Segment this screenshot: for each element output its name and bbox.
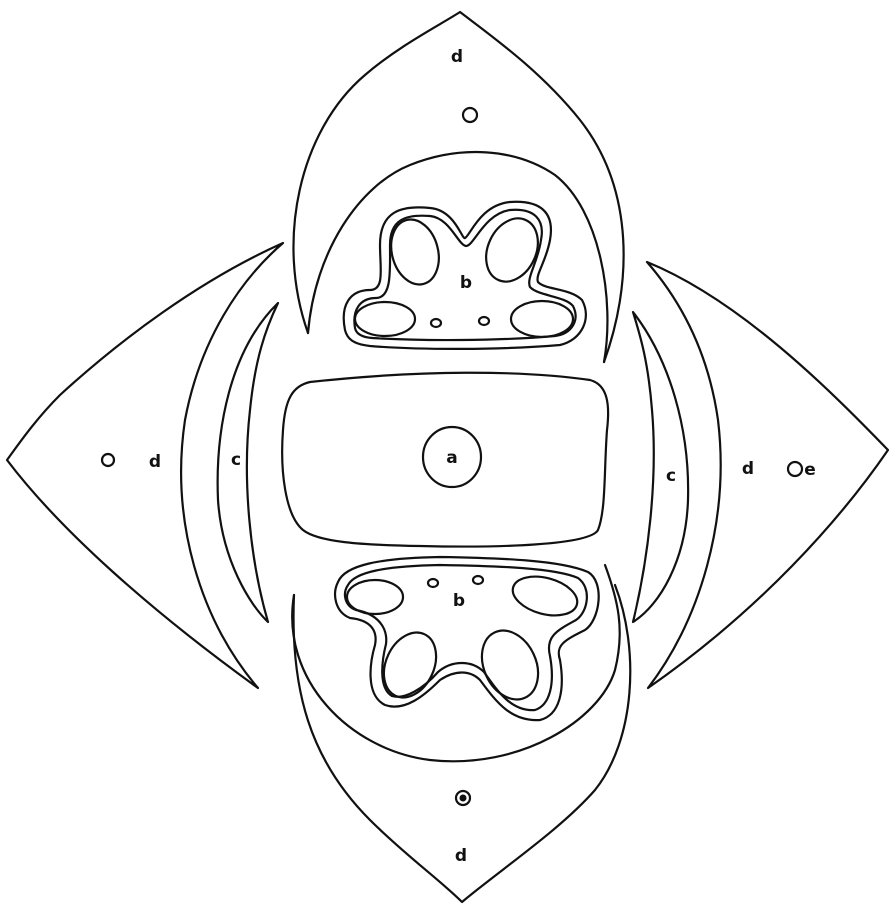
label-a: a — [446, 448, 457, 468]
top-b-lower-right-cell — [511, 301, 573, 337]
top-b-small-pore-right — [479, 317, 489, 325]
right-e-circle — [788, 462, 802, 476]
left-crescent — [218, 303, 278, 622]
bottom-b-upper-left-cell — [347, 580, 403, 614]
top-b-lower-left-cell — [355, 302, 415, 336]
label-b-top: b — [460, 273, 472, 293]
top-b-small-pore-left — [431, 319, 441, 327]
top-b-upper-left-cell — [384, 214, 446, 290]
right-outer-wing — [647, 262, 888, 688]
bottom-b-small-pore-right — [473, 576, 483, 584]
label-e-right: e — [804, 460, 816, 480]
bottom-d-circle-dot — [460, 795, 467, 802]
top-d-circle — [463, 108, 477, 122]
label-c-left: c — [231, 450, 241, 470]
label-d-left: d — [149, 452, 161, 472]
left-outer-wing — [7, 243, 283, 688]
label-d-right: d — [742, 459, 754, 479]
label-d-top: d — [451, 47, 463, 67]
top-inner-arc — [308, 152, 607, 362]
center-panel — [282, 373, 608, 547]
bottom-b-upper-right-cell — [508, 570, 581, 622]
bottom-b-small-pore-left — [428, 579, 438, 587]
bottom-b-inner-outline — [345, 565, 587, 710]
label-d-bottom: d — [455, 846, 467, 866]
label-c-right: c — [666, 466, 676, 486]
right-crescent — [633, 312, 688, 622]
label-b-bottom: b — [453, 591, 465, 611]
bottom-b-lower-right-cell — [471, 621, 549, 708]
left-d-circle — [102, 454, 114, 466]
